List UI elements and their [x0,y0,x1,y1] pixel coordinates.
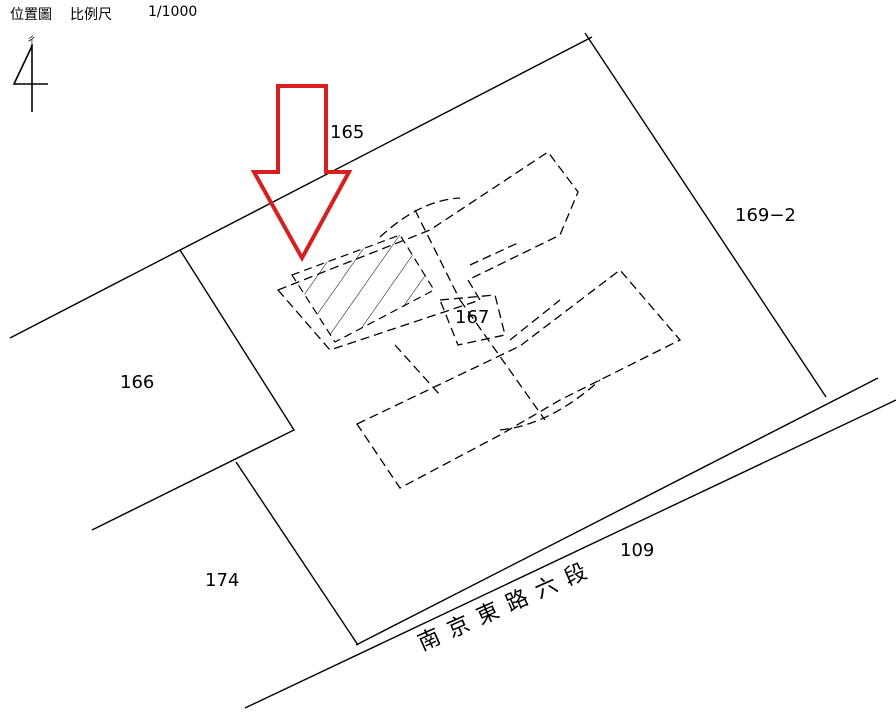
highlighted-unit [291,234,435,343]
scale-label: 比例尺 [70,7,112,23]
lot-169-2-label: 169−2 [735,205,796,226]
lot-167-label: 167 [455,307,490,328]
north-arrow-icon [12,44,48,112]
north-label: ㄔ [27,36,37,46]
scale-value: 1/1000 [148,4,198,20]
lot-165-label: 165 [330,122,365,143]
parcel-boundaries [9,32,896,709]
lot-174-label: 174 [205,570,240,591]
lot-166-label: 166 [120,372,155,393]
title-text: 位置圖 [10,7,52,23]
building-footprint [276,151,682,489]
lot-109-label: 109 [620,540,655,561]
map-title: 位置圖 [10,4,52,24]
red-down-arrow-icon [250,84,353,263]
